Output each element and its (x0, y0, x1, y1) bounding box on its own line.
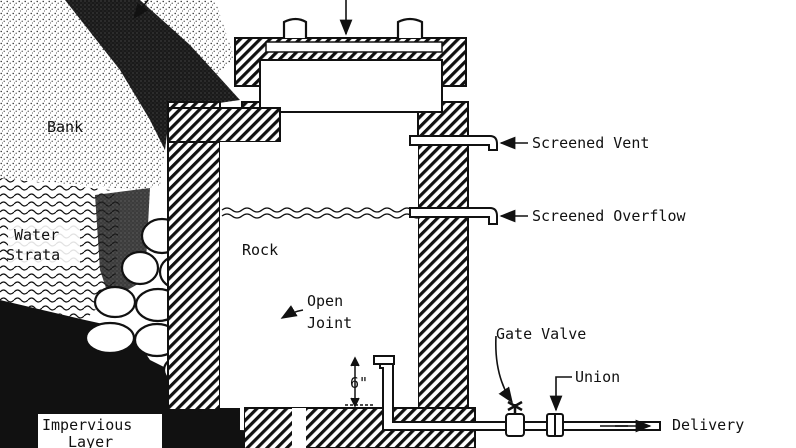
label-delivery: Delivery (672, 416, 744, 434)
label-water-strata-2: Strata (6, 246, 60, 264)
label-impervious-2: Layer (68, 433, 113, 448)
label-open-joint-2: Joint (307, 314, 352, 332)
overflow-pipe (409, 207, 498, 225)
lid-handle-right (396, 17, 424, 38)
gate-valve (505, 400, 525, 437)
label-water-strata-1: Water (14, 226, 59, 244)
lid-handle-left (282, 17, 308, 38)
label-screened-overflow: Screened Overflow (532, 207, 686, 225)
pipe-union (546, 413, 564, 437)
label-screened-vent: Screened Vent (532, 134, 649, 152)
label-open-joint-1: Open (307, 292, 343, 310)
box-upper-left-wall (167, 107, 281, 143)
delivery-pipe (373, 355, 661, 431)
label-bank: Bank (47, 118, 83, 136)
label-impervious-1: Impervious (42, 416, 132, 434)
clearance-dimension (345, 356, 375, 408)
label-clearance: 6" (350, 374, 368, 392)
water-surface (221, 207, 423, 219)
label-rock: Rock (242, 241, 278, 259)
label-union: Union (575, 368, 620, 386)
topsoil-layer (65, 0, 240, 150)
label-gate-valve: Gate Valve (496, 325, 586, 343)
vent-pipe (409, 135, 498, 151)
